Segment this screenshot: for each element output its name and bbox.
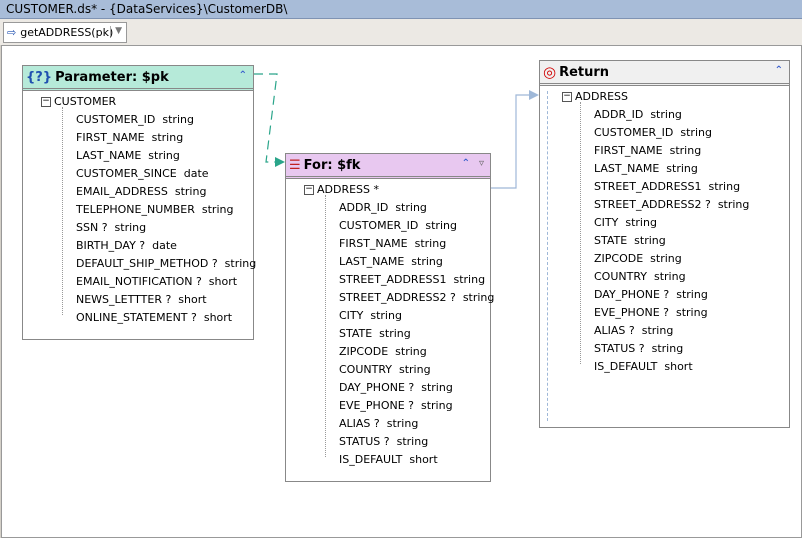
root-label: CUSTOMER [54,95,117,108]
tree-root[interactable]: −ADDRESS * [304,183,379,196]
field-item[interactable]: STATE string [594,234,666,247]
collapse-icon[interactable]: ⌃ [238,70,247,81]
function-selector[interactable]: ⇨ getADDRESS(pk) ▼ [3,22,127,43]
shield-icon[interactable]: ▿ [478,158,484,169]
collapse-toggle-icon[interactable]: − [304,184,314,195]
field-item[interactable]: COUNTRY string [594,270,686,283]
field-item[interactable]: LAST_NAME string [594,162,698,175]
field-item[interactable]: CUSTOMER_ID string [339,219,457,232]
tree-root[interactable]: −ADDRESS [562,90,628,103]
root-label: ADDRESS [575,90,629,103]
link-arrow [275,157,285,167]
field-item[interactable]: ONLINE_STATEMENT ? short [76,311,233,324]
field-item[interactable]: EMAIL_NOTIFICATION ? short [76,275,238,288]
field-item[interactable]: FIRST_NAME string [594,144,702,157]
field-item[interactable]: IS_DEFAULT short [339,453,438,466]
return-title: Return [559,64,610,80]
param-to-for-link [254,73,278,163]
field-item[interactable]: NEWS_LETTTER ? short [76,293,207,306]
field-item[interactable]: STREET_ADDRESS2 ? string [594,198,750,211]
field-item[interactable]: ADDR_ID string [339,201,427,214]
field-item[interactable]: EVE_PHONE ? string [594,306,708,319]
field-item[interactable]: ALIAS ? string [594,324,674,337]
chevron-down-icon[interactable]: ▼ [110,26,122,36]
field-item[interactable]: ZIPCODE string [339,345,427,358]
field-item[interactable]: ADDR_ID string [594,108,682,121]
field-item[interactable]: CUSTOMER_ID string [594,126,712,139]
collapse-icon[interactable]: ⌃ [774,65,783,76]
parameter-box[interactable]: {?} Parameter: $pk ⌃ −CUSTOMER CUSTOMER_I… [22,65,257,340]
tree-guide [325,195,326,457]
tree-guide [62,107,63,315]
target-icon: ◎ [543,63,557,81]
field-item[interactable]: STREET_ADDRESS1 string [594,180,741,193]
field-item[interactable]: CITY string [339,309,402,322]
field-item[interactable]: IS_DEFAULT short [594,360,693,373]
parameter-header[interactable]: {?} Parameter: $pk ⌃ [23,66,253,91]
tree-guide [580,102,581,364]
field-item[interactable]: STATUS ? string [594,342,684,355]
collapse-toggle-icon[interactable]: − [562,91,572,102]
field-item[interactable]: STREET_ADDRESS1 string [339,273,486,286]
field-item[interactable]: CITY string [594,216,657,229]
return-header[interactable]: ◎ Return ⌃ [540,61,789,86]
collapse-icon[interactable]: ⌃ [461,158,470,169]
field-item[interactable]: DAY_PHONE ? string [594,288,708,301]
field-item[interactable]: DEFAULT_SHIP_METHOD ? string [76,257,257,270]
toolbar: ⇨ getADDRESS(pk) ▼ [0,19,802,45]
field-item[interactable]: CUSTOMER_ID string [76,113,194,126]
root-label: ADDRESS * [317,183,380,196]
for-header[interactable]: ☰ For: $fk ⌃ ▿ [286,154,490,179]
field-item[interactable]: DAY_PHONE ? string [339,381,453,394]
for-loop-icon: ☰ [289,157,301,173]
collapse-toggle-icon[interactable]: − [41,96,51,107]
field-item[interactable]: SSN ? string [76,221,147,234]
field-item[interactable]: STATE string [339,327,411,340]
return-guide-line [547,91,548,421]
link-arrow [529,90,539,100]
field-item[interactable]: EVE_PHONE ? string [339,399,453,412]
field-item[interactable]: STREET_ADDRESS2 ? string [339,291,495,304]
field-item[interactable]: LAST_NAME string [339,255,443,268]
field-item[interactable]: COUNTRY string [339,363,431,376]
field-item[interactable]: FIRST_NAME string [76,131,184,144]
tree-root[interactable]: −CUSTOMER [41,95,116,108]
field-item[interactable]: ZIPCODE string [594,252,682,265]
field-item[interactable]: EMAIL_ADDRESS string [76,185,207,198]
for-title: For: $fk [303,157,361,173]
function-icon: ⇨ [7,26,17,39]
window-title: CUSTOMER.ds* - {DataServices}\CustomerDB… [6,2,288,16]
title-bar: CUSTOMER.ds* - {DataServices}\CustomerDB… [0,0,802,19]
field-item[interactable]: CUSTOMER_SINCE date [76,167,209,180]
field-item[interactable]: ALIAS ? string [339,417,419,430]
field-item[interactable]: BIRTH_DAY ? date [76,239,177,252]
function-label: getADDRESS(pk) [20,26,114,39]
parameter-icon: {?} [26,69,53,85]
field-item[interactable]: LAST_NAME string [76,149,180,162]
field-item[interactable]: STATUS ? string [339,435,429,448]
parameter-title: Parameter: $pk [55,69,169,85]
field-item[interactable]: TELEPHONE_NUMBER string [76,203,234,216]
field-item[interactable]: FIRST_NAME string [339,237,447,250]
